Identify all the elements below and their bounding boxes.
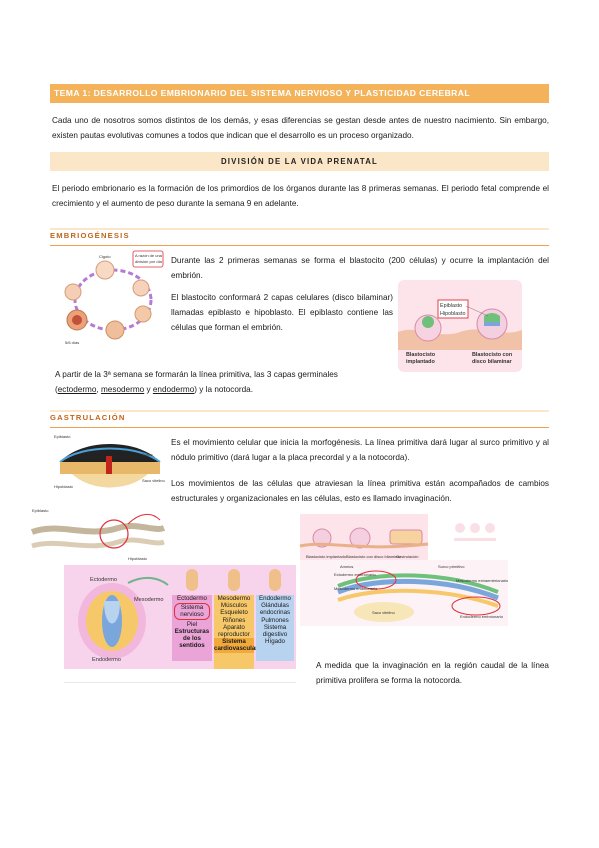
term-ectodermo: ectodermo <box>57 385 97 394</box>
svg-text:Mesodermo embrionario: Mesodermo embrionario <box>334 586 378 591</box>
svg-text:Blastocisto: Blastocisto <box>406 352 436 358</box>
svg-text:Epiblasto: Epiblasto <box>440 303 462 309</box>
germ-item: Hígado <box>265 638 285 646</box>
germ-column-endodermo: Endodermo Glándulas endocrinas Pulmones … <box>256 595 294 661</box>
germ-item: Esqueleto <box>220 609 248 617</box>
svg-text:Hipoblasto: Hipoblasto <box>440 311 465 317</box>
svg-text:Saco vitelino: Saco vitelino <box>142 478 165 483</box>
germ-layers-figure: Ectodermo Mesodermo Endodermo Ectodermo … <box>64 565 296 669</box>
gastrulation-cross-section-figure: Blastocisto implantado Blastocisto con d… <box>299 514 508 626</box>
svg-text:Blastocisto implantado: Blastocisto implantado <box>306 554 347 559</box>
svg-text:Saco vitelino: Saco vitelino <box>372 610 395 615</box>
heading-embriogenesis: EMBRIOGÉNESIS <box>50 230 549 246</box>
svg-text:Endodermo: Endodermo <box>92 657 121 663</box>
heading-gastrulacion: GASTRULACIÓN <box>50 412 549 428</box>
svg-text:Blastocisto con disco bilamina: Blastocisto con disco bilaminar <box>346 554 401 559</box>
divider <box>64 682 296 683</box>
embrio-p3-close: ) y la notocorda. <box>194 385 254 394</box>
embrio-p3-sep2: y <box>144 385 153 394</box>
embrio-p3-sep1: , <box>96 385 101 394</box>
svg-text:Surco primitivo: Surco primitivo <box>438 564 465 569</box>
svg-text:Blastocisto con: Blastocisto con <box>472 352 512 358</box>
svg-text:Surco: Surco <box>142 452 153 457</box>
gastrulacion-paragraph-2: Los movimientos de las células que atrav… <box>171 479 549 503</box>
embryo-icon <box>228 569 240 591</box>
germ-item: Sistema cardiovascular <box>214 638 258 653</box>
embryo-disc-illustration: Ectodermo Mesodermo Endodermo <box>78 577 169 663</box>
svg-text:Cigoto: Cigoto <box>99 254 111 259</box>
svg-text:Amnios: Amnios <box>340 564 353 569</box>
germ-item: Glándulas endocrinas <box>259 602 291 617</box>
intro-paragraph: Cada uno de nosotros somos distintos de … <box>52 116 549 140</box>
svg-text:implantado: implantado <box>406 359 435 365</box>
germ-column-mesodermo: Mesodermo Músculos Esqueleto Riñones Apa… <box>214 595 258 669</box>
germ-head-endodermo: Endodermo <box>259 595 291 602</box>
germ-item: Estructuras de los sentidos <box>174 627 210 650</box>
svg-text:Endodermo embrionario: Endodermo embrionario <box>460 614 504 619</box>
svg-text:Ectodermo embrionario: Ectodermo embrionario <box>334 572 376 577</box>
heading-decoration <box>50 410 549 412</box>
svg-text:5/6 días: 5/6 días <box>65 340 79 345</box>
svg-text:división por día: división por día <box>135 259 163 264</box>
svg-text:Hipoblasto: Hipoblasto <box>54 484 74 489</box>
svg-text:Mesodermo extraembrionario: Mesodermo extraembrionario <box>456 578 508 583</box>
section-title: DIVISIÓN DE LA VIDA PRENATAL <box>50 152 549 171</box>
svg-text:Gastrulación: Gastrulación <box>396 554 418 559</box>
svg-text:Hipoblasto: Hipoblasto <box>128 556 148 561</box>
svg-text:Epiblasto: Epiblasto <box>54 434 71 439</box>
blastocyst-figure: Epiblasto Hipoblasto Blastocisto implant… <box>398 280 522 372</box>
cell-division-figure: A razón de una división por día Cigoto 5… <box>55 248 167 348</box>
embrio-paragraph-3: A partir de la 3ª semana se formarán la … <box>55 367 355 397</box>
embryo-icon <box>186 569 198 591</box>
germ-item: Músculos <box>220 602 248 610</box>
term-mesodermo: mesodermo <box>100 385 145 394</box>
gastrulacion-paragraph-3: A medida que la invaginación en la regió… <box>316 661 549 685</box>
embryo-icon <box>269 569 281 591</box>
germ-item-sistema-nervioso: Sistema nervioso <box>174 603 210 620</box>
embrio-paragraph-2: El blastocito conformará 2 capas celular… <box>171 293 393 332</box>
page-title: TEMA 1: DESARROLLO EMBRIONARIO DEL SISTE… <box>50 84 549 103</box>
gastrulacion-paragraph-1: Es el movimiento celular que inicia la m… <box>171 438 549 462</box>
germ-head-mesodermo: Mesodermo <box>217 595 251 602</box>
section-paragraph: El periodo embrionario es la formación d… <box>52 184 549 208</box>
svg-text:Mesodermo: Mesodermo <box>134 597 164 603</box>
invagination-sketch: Epiblasto Hipoblasto <box>28 502 166 564</box>
germ-item: Piel <box>186 620 198 628</box>
germ-item: Pulmones <box>261 616 289 624</box>
embrio-paragraph-1: Durante las 2 primeras semanas se forma … <box>171 256 549 280</box>
svg-text:A razón de una: A razón de una <box>135 253 163 258</box>
decorative-dots <box>450 518 500 548</box>
svg-text:disco bilaminar: disco bilaminar <box>472 359 512 365</box>
germ-item: Sistema digestivo <box>262 623 288 639</box>
germ-head-ectodermo: Ectodermo <box>177 595 207 602</box>
gastrulation-section-figure: Epiblasto Surco Saco vitelino Hipoblasto <box>52 432 168 504</box>
embrio-p3-open: ( <box>55 385 58 394</box>
svg-text:Ectodermo: Ectodermo <box>90 577 117 583</box>
term-endodermo: endodermo <box>152 385 195 394</box>
germ-item: Riñones <box>222 616 246 624</box>
germ-item: Aparato reproductor <box>218 623 250 639</box>
germ-column-ectodermo: Ectodermo Sistema nervioso Piel Estructu… <box>172 595 212 661</box>
svg-text:Epiblasto: Epiblasto <box>32 508 49 513</box>
heading-decoration <box>50 228 549 230</box>
embrio-p3-text: A partir de la 3ª semana se formarán la … <box>55 370 338 379</box>
